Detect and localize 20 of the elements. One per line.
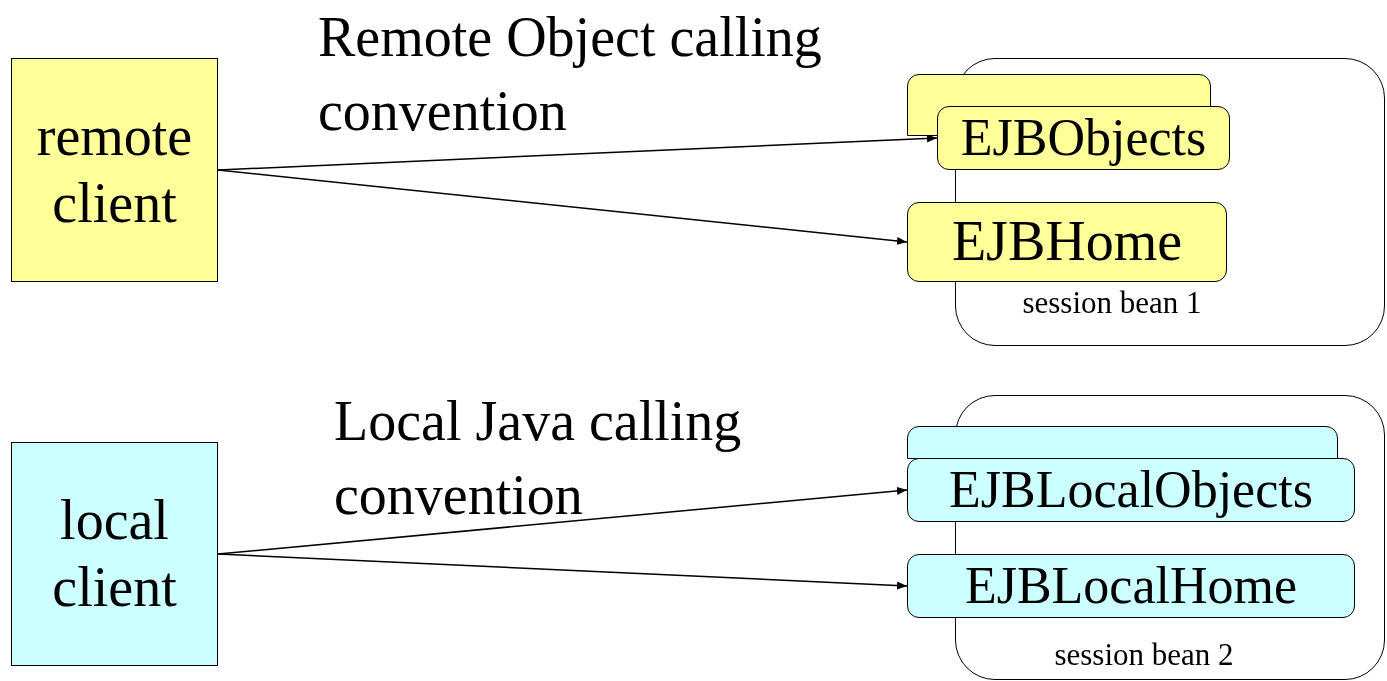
node-label: EJBObjects — [960, 107, 1207, 168]
interface-card — [907, 458, 1355, 522]
client-box — [11, 442, 218, 666]
interface-card — [937, 106, 1230, 170]
node-label: EJBHome — [951, 209, 1183, 275]
interface-card — [907, 202, 1227, 282]
node-label: EJBLocalObjects — [949, 459, 1313, 520]
node-label: EJBLocalHome — [964, 555, 1298, 616]
stacked-card — [907, 426, 1338, 459]
arrow — [217, 553, 908, 590]
container-label: session bean 2 — [1054, 635, 1234, 673]
client-box — [11, 58, 218, 282]
arrow — [217, 169, 908, 245]
node-label: remote client — [35, 103, 194, 236]
container-label: session bean 1 — [1022, 283, 1202, 321]
node-label: local client — [51, 487, 178, 620]
interface-card — [907, 554, 1355, 618]
arrow — [217, 134, 938, 171]
annotation-text: Remote Object calling convention — [318, 5, 823, 144]
annotation-text: Local Java calling convention — [334, 389, 743, 528]
